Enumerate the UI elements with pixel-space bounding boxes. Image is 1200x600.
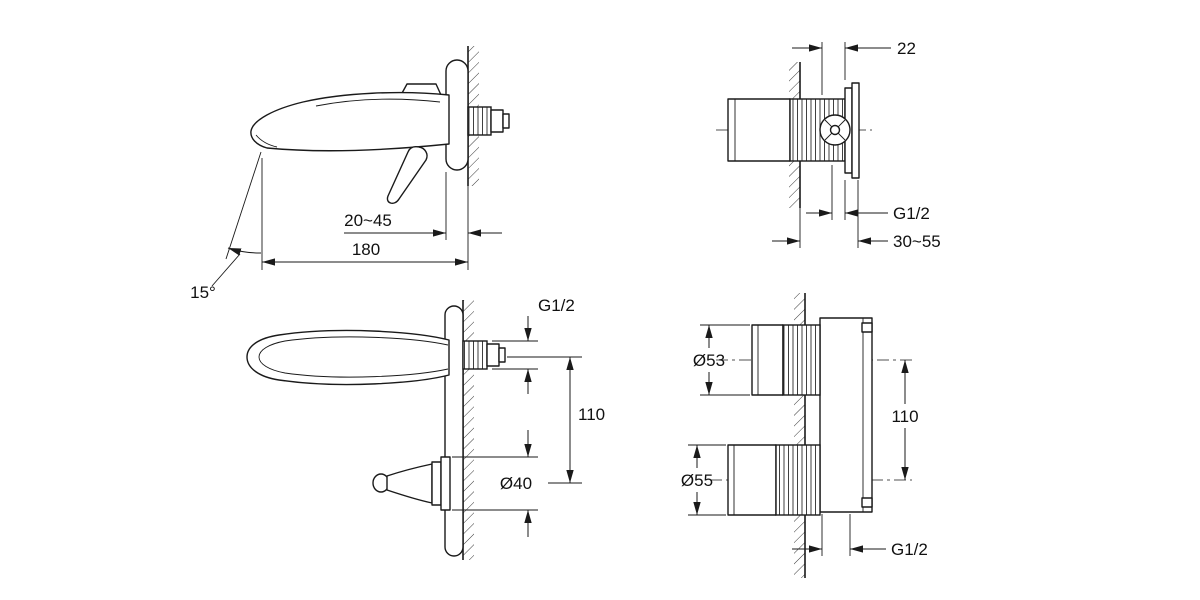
dim-top-diameter-label: Ø53 — [693, 351, 725, 370]
dim-trim-depth: 22 — [792, 39, 916, 95]
top-port-thread — [782, 324, 821, 396]
view-spout-plan: G1/2 110 Ø40 — [246, 296, 605, 560]
dim-reach-label: 180 — [352, 240, 380, 259]
inlet-thread — [467, 106, 492, 136]
dim-thread-size: G1/2 — [792, 514, 928, 559]
view-spout-side-elevation: 20~45 180 15° — [190, 46, 510, 302]
dim-trim-depth-label: 22 — [897, 39, 916, 58]
dim-bottom-diameter: Ø55 — [681, 444, 726, 516]
inlet-thread — [462, 340, 488, 370]
dim-center-spacing: 110 — [507, 356, 605, 484]
dim-stream-angle-label: 15° — [190, 283, 216, 302]
bottom-port-thread — [775, 444, 821, 516]
handle-collar — [431, 461, 442, 506]
dim-install-depth-label: 30~55 — [893, 232, 941, 251]
valve-body — [727, 98, 791, 162]
dim-thread-size: G1/2 — [806, 165, 930, 223]
inlet-stub — [498, 347, 506, 363]
dim-bottom-diameter-label: Ø55 — [681, 471, 713, 490]
inlet-nut — [490, 109, 504, 133]
view-valve-side-section: 22 G1/2 30~55 — [716, 39, 941, 251]
angle-arc — [227, 247, 262, 256]
inlet-nut — [486, 343, 500, 367]
dim-center-spacing: 110 — [891, 360, 919, 480]
dim-wall-adjust-label: 20~45 — [344, 211, 392, 230]
spout-outlet-lip — [255, 134, 278, 148]
dim-thread-label: G1/2 — [891, 540, 928, 559]
trim-plate-edge — [851, 82, 860, 179]
mounting-lug-bottom — [861, 497, 873, 508]
top-port-body — [751, 324, 784, 396]
inlet-stub — [502, 113, 510, 129]
dim-reach: 180 — [261, 158, 468, 270]
dim-center-spacing-label: 110 — [891, 407, 918, 426]
mounting-plate — [819, 317, 873, 513]
lever-handle-side — [386, 145, 428, 204]
dim-install-depth: 30~55 — [772, 180, 941, 251]
dim-thread-label: G1/2 — [538, 296, 575, 315]
bottom-port-body — [727, 444, 777, 516]
spout-plan-outline — [246, 329, 450, 386]
dim-handle-diameter-label: Ø40 — [500, 474, 532, 493]
handle-cone — [386, 463, 433, 504]
wall-hatch — [794, 293, 805, 578]
stream-direction-line — [225, 151, 262, 260]
dim-stream-angle: 15° — [190, 151, 262, 302]
dim-thread-size: G1/2 — [492, 296, 575, 394]
wall-hatch — [463, 300, 474, 560]
mounting-lug-top — [861, 322, 873, 333]
spout-body — [250, 91, 450, 152]
dim-wall-adjust: 20~45 — [344, 172, 502, 270]
dim-top-diameter: Ø53 — [693, 324, 750, 396]
dim-thread-label: G1/2 — [893, 204, 930, 223]
dim-center-spacing-label: 110 — [578, 405, 605, 424]
view-valve-front-elevation: Ø53 Ø55 110 G1/2 — [681, 293, 928, 578]
dim-handle-diameter: Ø40 — [452, 430, 538, 537]
handle-rosette — [440, 456, 451, 511]
spout-contour-line — [315, 98, 441, 107]
